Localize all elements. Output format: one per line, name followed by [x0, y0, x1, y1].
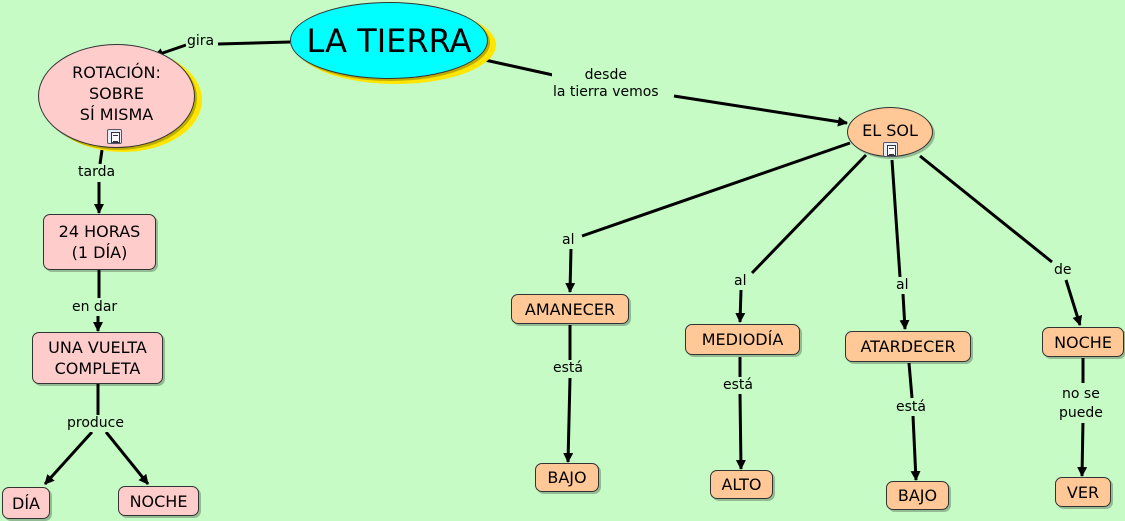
- link-label-esta-3: está: [895, 399, 927, 416]
- node-ver-label: VER: [1066, 482, 1100, 502]
- link-label-de: de: [1053, 262, 1073, 279]
- node-noche-left-label: NOCHE: [129, 491, 188, 511]
- node-24-horas-label: 24 HORAS (1 DÍA): [58, 222, 141, 262]
- link-label-en-dar: en dar: [71, 299, 119, 316]
- node-bajo-1-label: BAJO: [547, 468, 587, 487]
- link-label-tarda: tarda: [77, 164, 117, 181]
- note-icon[interactable]: [107, 129, 122, 144]
- link-label-al-3: al: [895, 277, 910, 294]
- line-root-gira: [217, 40, 291, 46]
- node-bajo-2-label: BAJO: [897, 486, 938, 505]
- node-mediodia-label: MEDIODÍA: [701, 330, 784, 349]
- line-al1-amanecer: [565, 247, 576, 293]
- node-atardecer-label: ATARDECER: [860, 337, 956, 356]
- line-produce-noche: [104, 431, 150, 485]
- link-label-gira: gira: [186, 33, 216, 50]
- link-label-al-2: al: [733, 273, 748, 290]
- node-atardecer[interactable]: ATARDECER: [845, 331, 971, 362]
- link-label-esta-2: está: [722, 377, 754, 394]
- node-mediodia[interactable]: MEDIODÍA: [685, 324, 800, 355]
- line-esta2-alto: [735, 393, 746, 470]
- node-alto-label: ALTO: [721, 475, 762, 494]
- line-root-desde: [484, 58, 554, 77]
- line-sol-al3: [890, 159, 902, 278]
- node-una-vuelta[interactable]: UNA VUELTA COMPLETA: [32, 332, 163, 384]
- node-rotacion-label: ROTACIÓN: SOBRE SÍ MISMA: [72, 62, 161, 124]
- node-dia-label: DÍA: [12, 493, 40, 513]
- line-sol-de: [919, 154, 1053, 264]
- line-al2-mediodia: [735, 289, 746, 323]
- node-una-vuelta-label: UNA VUELTA COMPLETA: [48, 338, 147, 378]
- link-label-no-se-puede: no se puede: [1058, 385, 1104, 423]
- root-node-la-tierra[interactable]: LA TIERRA: [290, 2, 488, 79]
- line-desde-sol: [673, 94, 848, 127]
- line-de-noche: [1064, 279, 1083, 326]
- root-node-label: LA TIERRA: [306, 21, 472, 60]
- node-24-horas[interactable]: 24 HORAS (1 DÍA): [43, 214, 156, 270]
- node-noche-right-label: NOCHE: [1054, 332, 1112, 352]
- note-icon[interactable]: [883, 142, 898, 157]
- link-label-esta-1: está: [552, 360, 584, 377]
- node-amanecer-label: AMANECER: [524, 299, 616, 319]
- node-el-sol-label: EL SOL: [862, 120, 918, 140]
- line-nosepuede-ver: [1077, 419, 1088, 477]
- line-atardecer-esta3: [907, 362, 914, 399]
- line-esta1-bajo: [563, 377, 574, 463]
- node-alto[interactable]: ALTO: [710, 470, 773, 499]
- line-sol-al2: [750, 153, 868, 275]
- node-noche-left[interactable]: NOCHE: [118, 486, 199, 516]
- line-esta3-bajo: [910, 415, 921, 481]
- link-label-al-1: al: [561, 232, 576, 249]
- node-bajo-2[interactable]: BAJO: [886, 481, 949, 510]
- link-label-produce: produce: [66, 415, 125, 432]
- line-rotacion-tarda: [98, 149, 104, 165]
- line-produce-dia: [43, 430, 94, 486]
- node-noche-right[interactable]: NOCHE: [1042, 327, 1124, 357]
- line-sol-al1: [581, 141, 851, 238]
- node-amanecer[interactable]: AMANECER: [511, 294, 629, 324]
- node-ver[interactable]: VER: [1055, 477, 1111, 507]
- node-dia[interactable]: DÍA: [2, 487, 50, 519]
- line-al3-atardecer: [899, 293, 910, 330]
- node-bajo-1[interactable]: BAJO: [535, 463, 599, 492]
- link-label-desde: desde la tierra vemos: [552, 67, 660, 101]
